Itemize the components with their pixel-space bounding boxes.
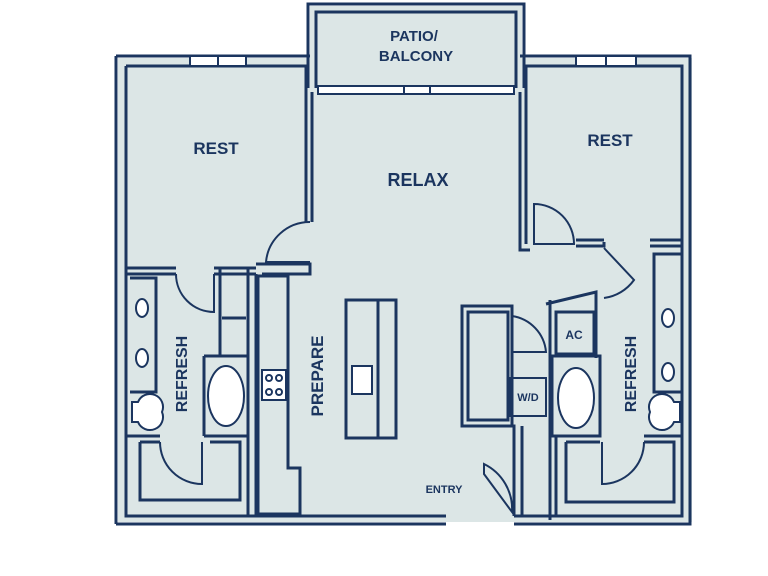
kitchen-island <box>344 298 398 440</box>
door-rest-right <box>533 202 576 245</box>
door-laundry <box>511 315 548 353</box>
sink-right-1 <box>661 308 675 328</box>
door-bath-left <box>175 273 215 314</box>
ac-closet <box>554 310 596 356</box>
door-closet-right <box>603 247 636 299</box>
windows <box>189 55 637 95</box>
door-entry <box>483 462 514 515</box>
toilet-left <box>131 393 164 431</box>
refresh-right-label: REFRESH <box>623 336 640 412</box>
ac-label: AC <box>565 328 583 342</box>
sink-right-2 <box>661 362 675 382</box>
washer-dryer <box>509 377 547 417</box>
refresh-left-label: REFRESH <box>174 336 191 412</box>
patio-label-line2: BALCONY <box>379 48 453 65</box>
door-bath-left-lower <box>159 441 203 486</box>
rest-right-walls <box>518 66 530 252</box>
relax-label: RELAX <box>387 170 448 190</box>
cooktop <box>261 369 287 401</box>
kitchen-counter <box>254 262 312 516</box>
door-rest-left <box>264 220 311 263</box>
rest-right-label: REST <box>587 131 633 150</box>
door-bath-right-lower <box>601 441 645 486</box>
entry-label: ENTRY <box>426 484 464 496</box>
patio-wall <box>306 2 526 88</box>
rest-left-label: REST <box>193 139 239 158</box>
patio-label-line1: PATIO/ <box>390 28 439 45</box>
fixtures <box>131 298 681 431</box>
door-swings <box>159 202 645 515</box>
sink-left-1 <box>135 298 149 318</box>
tub-right <box>557 367 595 429</box>
wd-label: W/D <box>517 392 538 404</box>
prepare-label: PREPARE <box>308 336 327 417</box>
toilet-right <box>648 393 681 431</box>
tub-left <box>207 365 245 427</box>
island-sink <box>351 365 373 395</box>
walls <box>114 2 692 526</box>
sink-left-2 <box>135 348 149 368</box>
floor-fill <box>118 6 692 522</box>
